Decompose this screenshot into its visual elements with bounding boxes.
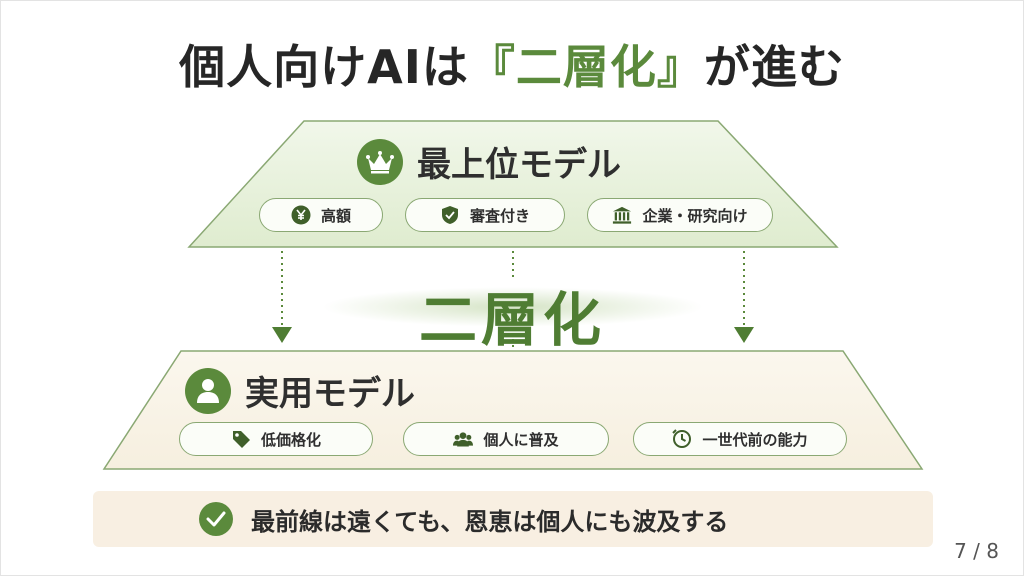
connector-arrows: [272, 251, 754, 351]
person-icon: [185, 367, 231, 414]
shield-check-icon: [440, 205, 460, 225]
title-accent: 『二層化』: [468, 40, 704, 94]
chip-lower-price: 低価格化: [179, 422, 373, 456]
institution-icon: [612, 205, 632, 225]
top-tier-chips: 高額 審査付き 企業・研究向け: [259, 198, 773, 232]
title-suffix: が進む: [703, 40, 845, 94]
bottom-tier-shape: [102, 350, 924, 470]
chip-previous-generation: 一世代前の能力: [633, 422, 847, 456]
crown-icon: [357, 138, 403, 185]
chip-label: 個人に普及: [483, 430, 559, 449]
page-title: 個人向けAIは『二層化』が進む: [1, 31, 1023, 97]
chip-spread-to-individuals: 個人に普及: [403, 422, 609, 456]
chip-label: 低価格化: [260, 430, 321, 449]
page-number: 7 / 8: [954, 539, 999, 563]
title-prefix: 個人向けAIは: [179, 40, 469, 94]
footer-message: 最前線は遠くても、恩恵は個人にも波及する: [251, 507, 729, 536]
chip-expensive: 高額: [259, 198, 383, 232]
bottom-tier-heading: 実用モデル: [185, 366, 415, 415]
price-tag-icon: [231, 429, 251, 449]
middle-label: 二層化: [418, 286, 605, 354]
footer-banner: 最前線は遠くても、恩恵は個人にも波及する: [93, 491, 933, 547]
chip-label: 一世代前の能力: [702, 430, 808, 449]
chip-label: 審査付き: [469, 206, 530, 225]
top-tier-heading: 最上位モデル: [357, 137, 621, 186]
bottom-tier-title: 実用モデル: [245, 374, 415, 414]
people-icon: [453, 429, 474, 449]
yen-icon: [291, 205, 311, 225]
top-tier-title: 最上位モデル: [417, 145, 621, 185]
chip-enterprise: 企業・研究向け: [587, 198, 773, 232]
top-tier: 最上位モデル 高額 審査付き 企業・研究向け: [1, 1, 1023, 261]
bottom-tier-chips: 低価格化 個人に普及 一世代前の能力: [179, 422, 847, 456]
check-icon: [199, 502, 233, 536]
chip-label: 高額: [320, 206, 351, 225]
bottom-tier: 実用モデル 低価格化 個人に普及 一世代前の能力: [1, 1, 1023, 481]
chip-screening: 審査付き: [405, 198, 565, 232]
middle-glow: [321, 287, 705, 327]
chip-label: 企業・研究向け: [642, 206, 748, 225]
clock-icon: [672, 429, 692, 449]
